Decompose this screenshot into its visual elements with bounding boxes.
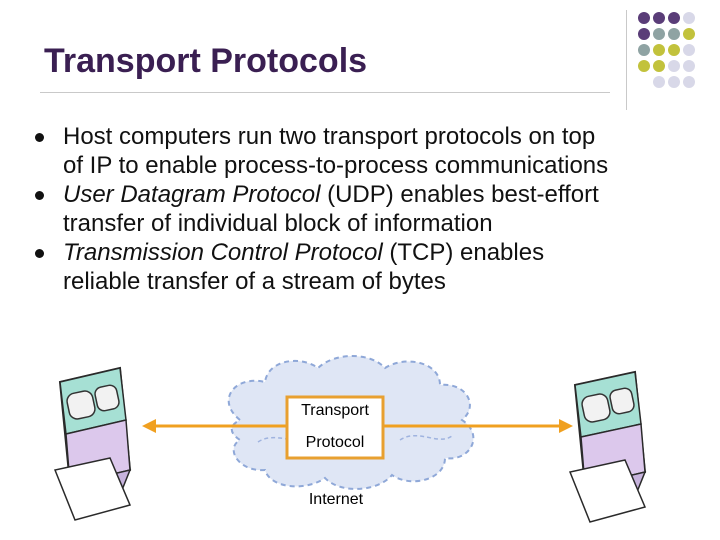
bullet-line: of IP to enable process-to-process commu… — [63, 152, 609, 179]
bullet-list: Host computers run two transport protoco… — [20, 122, 720, 304]
decorative-dot — [683, 76, 695, 88]
internet-label: Internet — [308, 491, 364, 508]
decorative-dot — [638, 28, 650, 40]
tcp-desc: (TCP) enables — [382, 239, 545, 266]
bullet-host-computers: Host computers run two transport protoco… — [20, 122, 720, 180]
protocol-label: Protocol — [305, 434, 365, 451]
udp-term: User Datagram Protocol — [63, 181, 321, 208]
decorative-dot — [668, 12, 680, 24]
bullet-tcp: Transmission Control Protocol (TCP) enab… — [20, 238, 720, 296]
decorative-dot — [683, 12, 695, 24]
host-computer-left — [53, 366, 132, 521]
decorative-dot — [638, 12, 650, 24]
host-computer-right — [568, 370, 647, 523]
bullet-marker — [35, 249, 44, 258]
decorative-dot — [683, 60, 695, 72]
decorative-dot — [653, 12, 665, 24]
bullet-line: transfer of individual block of informat… — [63, 210, 493, 237]
decorative-dot — [668, 76, 680, 88]
protocol-box — [285, 395, 385, 460]
bullet-udp: User Datagram Protocol (UDP) enables bes… — [20, 180, 720, 238]
decorative-dot-grid — [638, 12, 695, 88]
decorative-dot — [638, 60, 650, 72]
bullet-line: Transmission Control Protocol (TCP) enab… — [63, 238, 720, 267]
bullet-marker — [35, 133, 44, 142]
decorative-dot — [653, 44, 665, 56]
vertical-rule — [626, 10, 627, 110]
decorative-dot — [683, 44, 695, 56]
decorative-dot — [653, 76, 665, 88]
decorative-dot — [668, 44, 680, 56]
bullet-line: reliable transfer of a stream of bytes — [63, 268, 446, 295]
slide-title: Transport Protocols — [44, 42, 368, 80]
decorative-dot — [638, 44, 650, 56]
tcp-term: Transmission Control Protocol — [63, 239, 383, 266]
decorative-dot — [653, 28, 665, 40]
decorative-dot — [668, 28, 680, 40]
title-underline — [40, 92, 610, 93]
decorative-dot — [653, 60, 665, 72]
network-illustration — [53, 355, 647, 523]
udp-desc: (UDP) enables best-effort — [320, 181, 599, 208]
bullet-marker — [35, 191, 44, 200]
bullet-line: User Datagram Protocol (UDP) enables bes… — [63, 180, 720, 209]
transport-label: Transport — [301, 402, 369, 419]
decorative-dot — [683, 28, 695, 40]
bullet-line: Host computers run two transport protoco… — [63, 123, 596, 150]
decorative-dot — [668, 60, 680, 72]
